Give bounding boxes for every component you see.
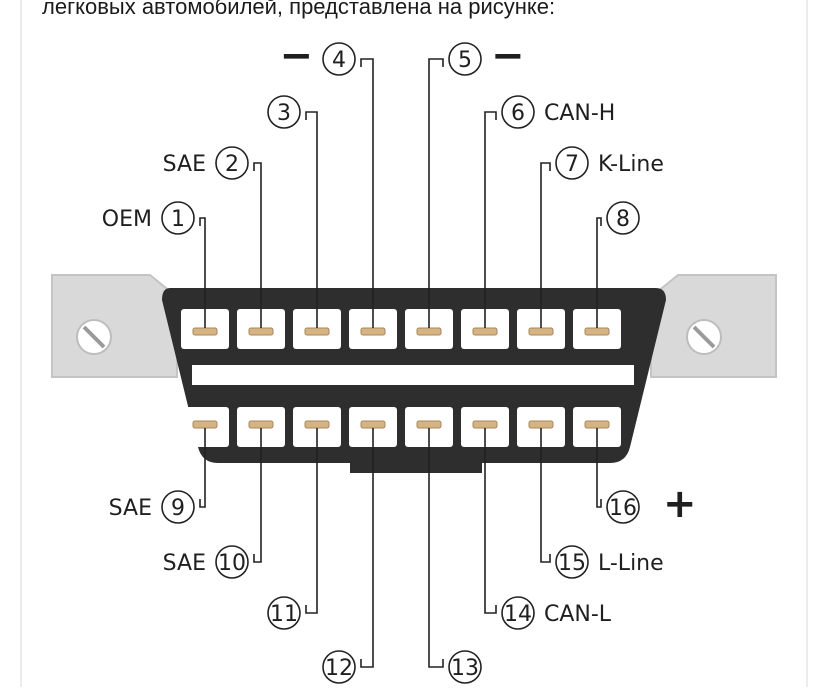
pin-number-label: 3 <box>277 101 291 126</box>
wire-pin-6 <box>484 111 497 328</box>
pin-16-badge: 16 + <box>606 481 697 527</box>
pin-2-signal-label: SAE <box>163 152 206 177</box>
contact-cavity-7 <box>517 309 565 349</box>
pin-number-label: 2 <box>225 152 239 177</box>
pin-7-badge: 7 K-Line <box>555 146 664 180</box>
pin-number-circle <box>606 201 640 235</box>
contact-cavity-11 <box>293 407 341 447</box>
wire-pin-7 <box>540 162 551 328</box>
mount-ear-right <box>650 274 777 378</box>
pin-16-signal-label: + <box>663 481 697 527</box>
wire-pin-8 <box>596 217 602 328</box>
pin-7-signal-label: K-Line <box>598 152 664 177</box>
pin-6-badge: 6 CAN-H <box>501 95 615 129</box>
wire-pin-11 <box>305 428 318 614</box>
pin-14-signal-label: CAN-L <box>544 602 612 627</box>
pin-number-circle <box>501 95 535 129</box>
contact-cavity-10 <box>237 407 285 447</box>
pin-number-circle <box>322 42 356 76</box>
pin-number-label: 13 <box>451 656 479 681</box>
pin-9-signal-label: SAE <box>109 496 152 521</box>
pin-number-circle <box>267 95 301 129</box>
wire-pin-12 <box>360 428 374 668</box>
pin-number-circle <box>215 146 249 180</box>
pin-number-circle <box>501 596 535 630</box>
pin-number-label: 9 <box>171 496 185 521</box>
page-edge-right <box>806 0 808 687</box>
caption-text: легковых автомобилей, представлена на ри… <box>42 0 556 19</box>
pin-12-badge: 12 <box>322 650 356 684</box>
contact-cavity-6 <box>461 309 509 349</box>
pin-2-badge: 2 SAE <box>163 146 249 180</box>
contact-cavity-4 <box>349 309 397 349</box>
wire-pin-5 <box>428 58 444 328</box>
wire-pin-10 <box>253 428 262 563</box>
pin-number-label: 12 <box>325 656 353 681</box>
pin-number-circle <box>161 490 195 524</box>
wire-pin-15 <box>540 428 551 563</box>
pin-number-label: 15 <box>558 551 586 576</box>
pin-11-badge: 11 <box>267 596 301 630</box>
pin-number-label: 7 <box>565 152 579 177</box>
pin-15-badge: 15 L-Line <box>555 545 664 579</box>
wire-pin-14 <box>484 428 497 614</box>
row-separator <box>192 365 634 385</box>
pin-number-circle <box>322 650 356 684</box>
pin-number-label: 4 <box>332 48 346 73</box>
pin-number-label: 1 <box>171 207 185 232</box>
pin-4-signal-label: − <box>279 35 313 79</box>
pin-13-badge: 13 <box>448 650 482 684</box>
pin-4-badge: 4− <box>279 33 356 79</box>
pin-14-badge: 14 CAN-L <box>501 596 612 630</box>
pin-number-label: 10 <box>218 551 246 576</box>
pin-5-signal-label: − <box>491 35 525 79</box>
wire-pin-16 <box>596 428 602 508</box>
wire-pin-13 <box>428 428 444 668</box>
pin-number-label: 16 <box>609 496 637 521</box>
contact-cavity-3 <box>293 309 341 349</box>
pin-number-circle <box>215 545 249 579</box>
pin-3-badge: 3 <box>267 95 301 129</box>
mount-ear-left <box>51 274 178 378</box>
pin-number-circle <box>448 42 482 76</box>
pin-number-label: 5 <box>458 48 472 73</box>
page-edge-left <box>20 0 22 687</box>
wire-pin-9 <box>199 428 206 508</box>
pin-10-signal-label: SAE <box>163 551 206 576</box>
pin-number-circle <box>555 146 589 180</box>
pin-8-badge: 8 <box>606 201 640 235</box>
contact-cavity-9 <box>181 407 229 447</box>
wire-pin-2 <box>253 162 262 328</box>
pin-number-circle <box>606 490 640 524</box>
contact-cavity-2 <box>237 309 285 349</box>
wire-pin-1 <box>199 217 206 328</box>
pin-number-label: 8 <box>616 207 630 232</box>
pin-number-circle <box>161 201 195 235</box>
pin-number-label: 6 <box>511 101 525 126</box>
pin-number-circle <box>555 545 589 579</box>
pin-9-badge: 9 SAE <box>109 490 195 524</box>
pin-1-badge: 1 OEM <box>102 201 195 235</box>
pin-10-badge: 10 SAE <box>163 545 249 579</box>
pin-5-badge: 5− <box>448 33 525 79</box>
pin-number-circle <box>267 596 301 630</box>
contact-cavity-14 <box>461 407 509 447</box>
contact-cavity-8 <box>573 309 621 349</box>
pin-number-circle <box>448 650 482 684</box>
contact-cavity-5 <box>405 309 453 349</box>
wire-pin-3 <box>305 111 318 328</box>
pin-15-signal-label: L-Line <box>598 551 664 576</box>
pin-number-label: 11 <box>270 602 298 627</box>
contact-cavity-15 <box>517 407 565 447</box>
pin-6-signal-label: CAN-H <box>544 101 615 126</box>
pin-1-signal-label: OEM <box>102 207 152 232</box>
wire-pin-4 <box>360 58 374 328</box>
pin-number-label: 14 <box>504 602 532 627</box>
